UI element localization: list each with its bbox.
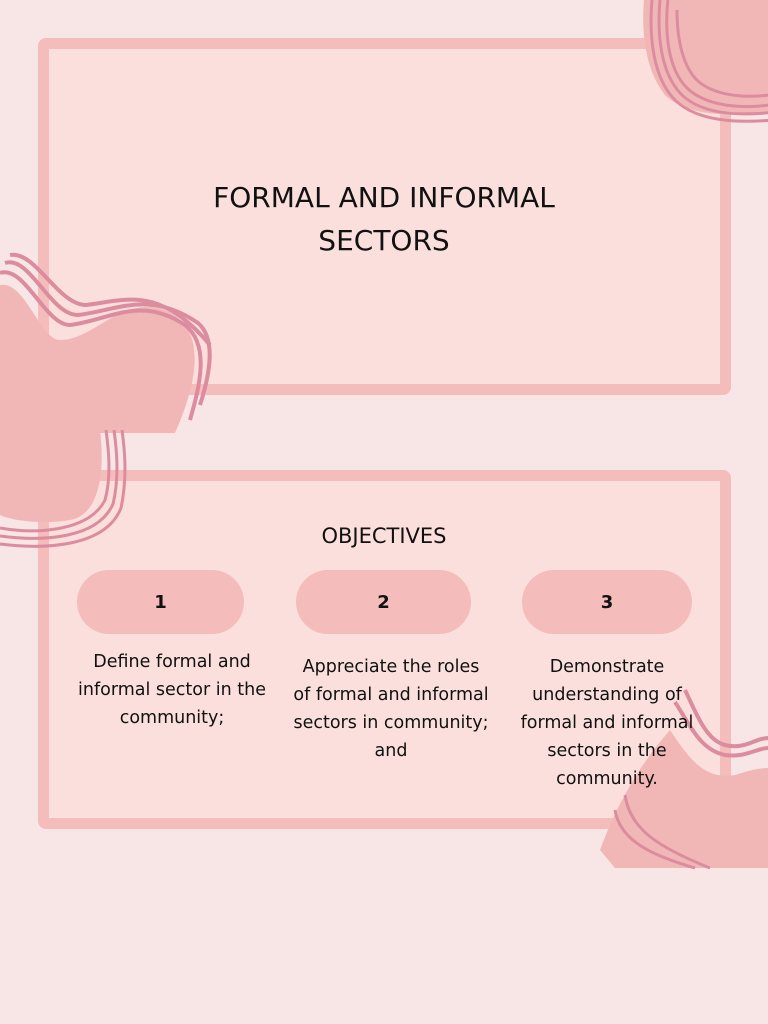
objective-number: 3 <box>600 591 614 613</box>
decorative-blob-top-right <box>643 0 768 123</box>
objective-number-badge: 3 <box>522 570 692 634</box>
decorative-blob-bottom-right <box>600 689 768 870</box>
objectives-heading: OBJECTIVES <box>321 524 447 548</box>
decorative-blob-left <box>0 252 212 433</box>
objectives-card <box>38 470 731 829</box>
slide-title: FORMAL AND INFORMAL SECTORS <box>213 181 555 257</box>
decorative-blob-mid-left <box>0 429 127 548</box>
objective-text: Demonstrate understanding of formal and … <box>520 657 694 789</box>
objective-number-badge: 2 <box>296 570 471 634</box>
objective-text: Define formal and informal sector in the… <box>78 652 266 728</box>
objective-number: 2 <box>377 591 390 613</box>
objective-text: Appreciate the roles of formal and infor… <box>293 657 489 761</box>
objective-number-badge: 1 <box>77 570 244 634</box>
objective-number: 1 <box>154 591 167 613</box>
